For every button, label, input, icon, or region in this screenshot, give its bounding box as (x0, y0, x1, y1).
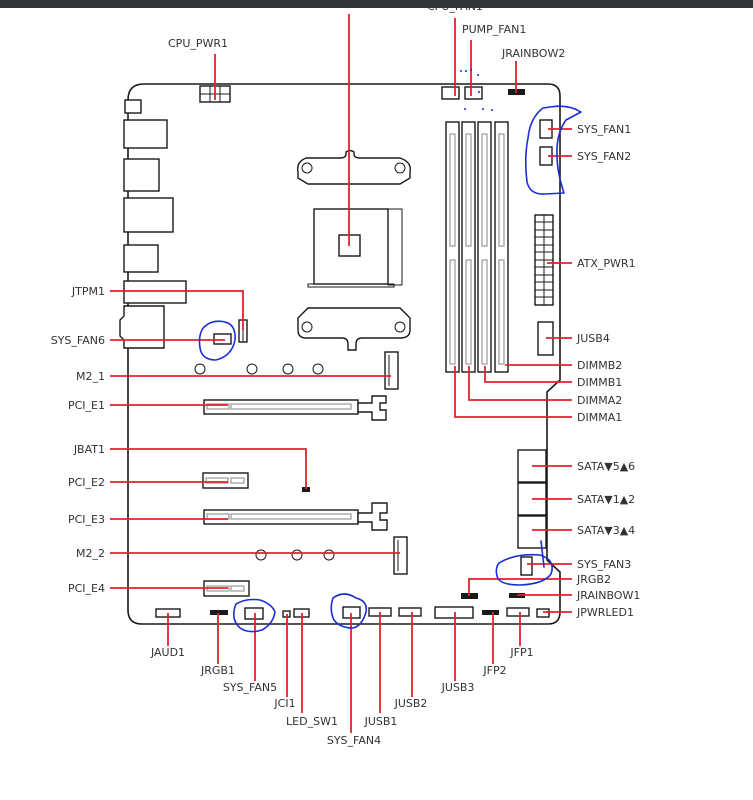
label-sys-fan5: SYS_FAN5 (223, 681, 277, 694)
dimm-slots (445, 121, 509, 373)
label-cpu-pwr1: CPU_PWR1 (168, 37, 228, 50)
m2-2-slot (255, 536, 408, 575)
sys-fan3-header (520, 556, 533, 576)
cpu-retention-bottom (297, 307, 411, 351)
jusb2-header (398, 607, 422, 617)
label-jrgb1: JRGB1 (200, 664, 235, 677)
label-sata56: SATA▼5▲6 (577, 460, 635, 473)
circle-sys-fan4 (330, 593, 368, 629)
window-top-bar (0, 0, 753, 8)
label-led-sw1: LED_SW1 (286, 715, 338, 728)
label-jfp2: JFP2 (482, 664, 506, 677)
jbat1-header (302, 487, 310, 492)
label-jusb1: JUSB1 (364, 715, 398, 728)
label-jusb2: JUSB2 (394, 697, 428, 710)
jrgb1-header (210, 610, 228, 615)
label-jusb3: JUSB3 (441, 681, 475, 694)
label-sys-fan1: SYS_FAN1 (577, 123, 631, 136)
rear-io-panel (119, 99, 187, 349)
pci-e2-slot (202, 472, 249, 489)
label-pci-e2: PCI_E2 (68, 476, 105, 489)
pci-e1-slot (203, 395, 387, 421)
circle-sys-fan5 (232, 598, 276, 633)
board-outline (127, 83, 561, 625)
label-sys-fan3: SYS_FAN3 (577, 558, 631, 571)
sys-fan6-header (213, 333, 232, 345)
label-jusb4: JUSB4 (576, 332, 610, 345)
label-jrainbow1: JRAINBOW1 (576, 589, 640, 602)
label-m2-2: M2_2 (76, 547, 105, 560)
label-jpwrled1: JPWRLED1 (576, 606, 634, 619)
jfp2-header (482, 610, 499, 615)
label-pci-e3: PCI_E3 (68, 513, 105, 526)
label-sys-fan2: SYS_FAN2 (577, 150, 631, 163)
cpu-retention-top (296, 149, 411, 185)
label-dimmb2: DIMMB2 (577, 359, 622, 372)
label-jtpm1: JTPM1 (71, 285, 105, 298)
label-sata34: SATA▼3▲4 (577, 524, 635, 537)
leader-lines (110, 14, 572, 733)
label-sys-fan4: SYS_FAN4 (327, 734, 381, 747)
label-jci1: JCI1 (273, 697, 295, 710)
label-pci-e1: PCI_E1 (68, 399, 105, 412)
jfp1-header (506, 607, 530, 617)
label-m2-1: M2_1 (76, 370, 105, 383)
sys-fan5-header (244, 607, 264, 620)
label-dimma1: DIMMA1 (577, 411, 622, 424)
pump-fan-header (464, 86, 483, 100)
label-dimma2: DIMMA2 (577, 394, 622, 407)
m2-1-slot (194, 351, 399, 390)
cpu-fan-header (441, 86, 460, 100)
jpwrled1-header (536, 608, 550, 618)
atx-power-connector (534, 214, 554, 306)
label-jfp1: JFP1 (509, 646, 533, 659)
label-jrainbow2: JRAINBOW2 (501, 47, 565, 60)
label-pump-fan1: PUMP_FAN1 (462, 23, 526, 36)
circle-sys-fan6 (198, 320, 236, 361)
cpu-socket (307, 208, 403, 288)
label-jbat1: JBAT1 (73, 443, 105, 456)
label-dimmb1: DIMMB1 (577, 376, 622, 389)
circle-sys-fan1-2 (524, 105, 582, 195)
label-sata12: SATA▼1▲2 (577, 493, 635, 506)
label-sys-fan6: SYS_FAN6 (51, 334, 105, 347)
circle-sys-fan3 (495, 540, 553, 586)
label-jaud1: JAUD1 (150, 646, 185, 659)
label-pci-e4: PCI_E4 (68, 582, 105, 595)
jusb3-header (434, 606, 474, 619)
annotation-circles (198, 69, 582, 633)
label-atx-pwr1: ATX_PWR1 (577, 257, 636, 270)
label-cpu-fan1: CPU_FAN1 (427, 0, 483, 13)
label-jrgb2: JRGB2 (576, 573, 611, 586)
pci-e3-slot (203, 502, 388, 531)
